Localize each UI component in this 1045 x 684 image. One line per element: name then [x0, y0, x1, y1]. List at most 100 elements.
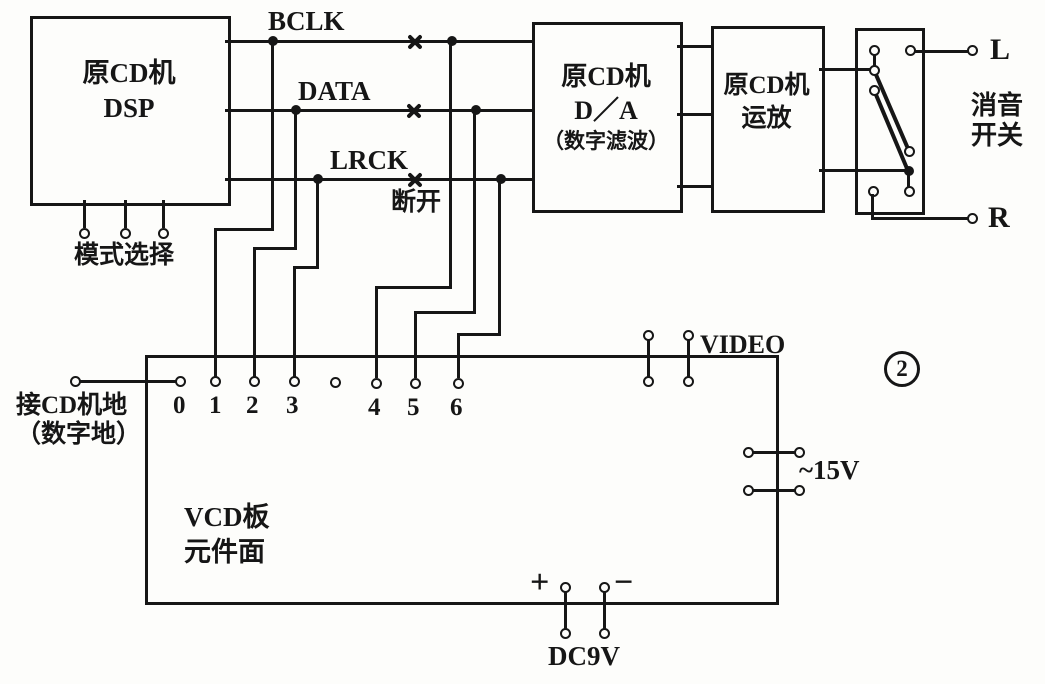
da-block	[532, 22, 683, 213]
dc-plus-sign: +	[530, 564, 550, 601]
wire-da-opamp-2	[677, 113, 711, 116]
junction-lrck-left	[313, 174, 323, 184]
junction-data-right	[471, 105, 481, 115]
mode-pin-wire-3	[162, 200, 165, 228]
switch-link-wire	[873, 53, 876, 70]
mode-pin-3	[158, 228, 169, 239]
terminal-label-3: 3	[286, 392, 299, 419]
wire-t2-drop	[294, 111, 297, 250]
disconnect-label: 断开	[391, 189, 442, 216]
terminal-label-4: 4	[368, 394, 381, 421]
da-label-line1: 原CD机	[561, 62, 651, 91]
mute-label-line2: 开关	[971, 120, 1024, 150]
switch-contact-ml2	[869, 85, 880, 96]
cd-ground-line2: （数字地）	[16, 420, 142, 448]
video-label: VIDEO	[700, 330, 786, 359]
junction-data-left	[291, 105, 301, 115]
wire-t3-step	[293, 266, 319, 269]
wire-video-2	[687, 338, 690, 380]
wire-t6-drop	[498, 180, 501, 336]
dc-minus-sign: −	[614, 564, 634, 601]
cut-mark-lrck	[406, 171, 424, 189]
wire-l-out	[914, 50, 968, 53]
wire-opamp-switch-l	[819, 68, 874, 71]
terminal-label-6: 6	[450, 394, 463, 421]
wire-t1-drop	[271, 42, 274, 231]
wire-r-down	[871, 194, 874, 219]
wire-opamp-switch-r	[819, 169, 909, 172]
mode-pin-wire-2	[124, 200, 127, 228]
wire-da-opamp-1	[677, 45, 711, 48]
wire-video-1	[647, 338, 650, 380]
terminal-label-2: 2	[246, 392, 259, 419]
vcd-board-label: VCD板 元件面	[184, 500, 314, 570]
l-out-label: L	[990, 33, 1011, 66]
mode-pin-1	[79, 228, 90, 239]
wire-t4-down	[375, 286, 378, 378]
dc-plus-terminal-top	[560, 582, 571, 593]
video-terminal-1-bottom	[643, 376, 654, 387]
switch-contact-mr	[904, 146, 915, 157]
switch-contact-ml1	[869, 65, 880, 76]
video-terminal-2-top	[683, 330, 694, 341]
wire-t5-down	[414, 311, 417, 378]
mute-switch-box	[855, 28, 925, 215]
wire-r-out	[871, 217, 968, 220]
opamp-label-line1: 原CD机	[723, 72, 810, 99]
wire-t2-down	[253, 247, 256, 377]
terminal-label-5: 5	[407, 394, 420, 421]
vcd-board-box	[145, 355, 779, 605]
cd-ground-line1: 接CD机地	[16, 392, 128, 419]
switch-wire-down-right	[907, 171, 910, 188]
wire-lrck	[225, 178, 532, 181]
dc-minus-terminal-top	[599, 582, 610, 593]
wire-t4-step	[375, 286, 452, 289]
video-terminal-2-bottom	[683, 376, 694, 387]
opamp-block	[711, 26, 825, 213]
wire-t6-down	[457, 333, 460, 378]
opamp-block-label: 原CD机 运放	[711, 70, 822, 135]
ac15v-terminal-2-right	[794, 485, 805, 496]
l-terminal	[967, 45, 978, 56]
wire-t5-drop	[473, 111, 476, 314]
ac15v-label: ~15V	[799, 455, 860, 485]
mode-pin-2	[120, 228, 131, 239]
cd-ground-label: 接CD机地 （数字地）	[16, 392, 141, 450]
r-out-label: R	[988, 201, 1010, 234]
video-terminal-1-top	[643, 330, 654, 341]
switch-contact-tl	[869, 45, 880, 56]
ac15v-terminal-1-right	[794, 447, 805, 458]
wire-t1-down	[214, 228, 217, 377]
dc-plus-terminal-bottom	[560, 628, 571, 639]
wire-15v-1	[752, 451, 796, 454]
mode-select-label: 模式选择	[74, 242, 175, 269]
dsp-label-line2: DSP	[103, 93, 155, 124]
board-terminal-6	[453, 378, 464, 389]
bclk-label: BCLK	[268, 6, 345, 36]
wire-t5-step	[414, 311, 476, 314]
board-terminal-1	[210, 376, 221, 387]
wire-data	[225, 109, 532, 112]
junction-bclk-right	[447, 36, 457, 46]
vcd-label-line2: 元件面	[184, 537, 265, 568]
figure-number: 2	[896, 356, 908, 381]
lrck-label: LRCK	[330, 145, 409, 175]
board-terminal-3	[289, 376, 300, 387]
wire-t4-drop	[449, 42, 452, 289]
cut-mark-bclk	[406, 33, 424, 51]
board-terminal-2	[249, 376, 260, 387]
figure-number-badge: 2	[884, 351, 920, 387]
wire-t1-step	[214, 228, 274, 231]
opamp-label-line2: 运放	[741, 104, 792, 132]
ac15v-terminal-1-left	[743, 447, 754, 458]
vcd-label-line1: VCD板	[184, 502, 270, 532]
wire-dc-plus	[564, 590, 567, 632]
da-label-line2: D／A	[574, 95, 638, 125]
wire-t6-step	[457, 333, 501, 336]
board-terminal-5	[410, 378, 421, 389]
mute-label-line1: 消音	[971, 91, 1024, 120]
junction-lrck-right	[496, 174, 506, 184]
dsp-block-label: 原CD机 DSP	[30, 56, 228, 126]
dc-minus-terminal-bottom	[599, 628, 610, 639]
